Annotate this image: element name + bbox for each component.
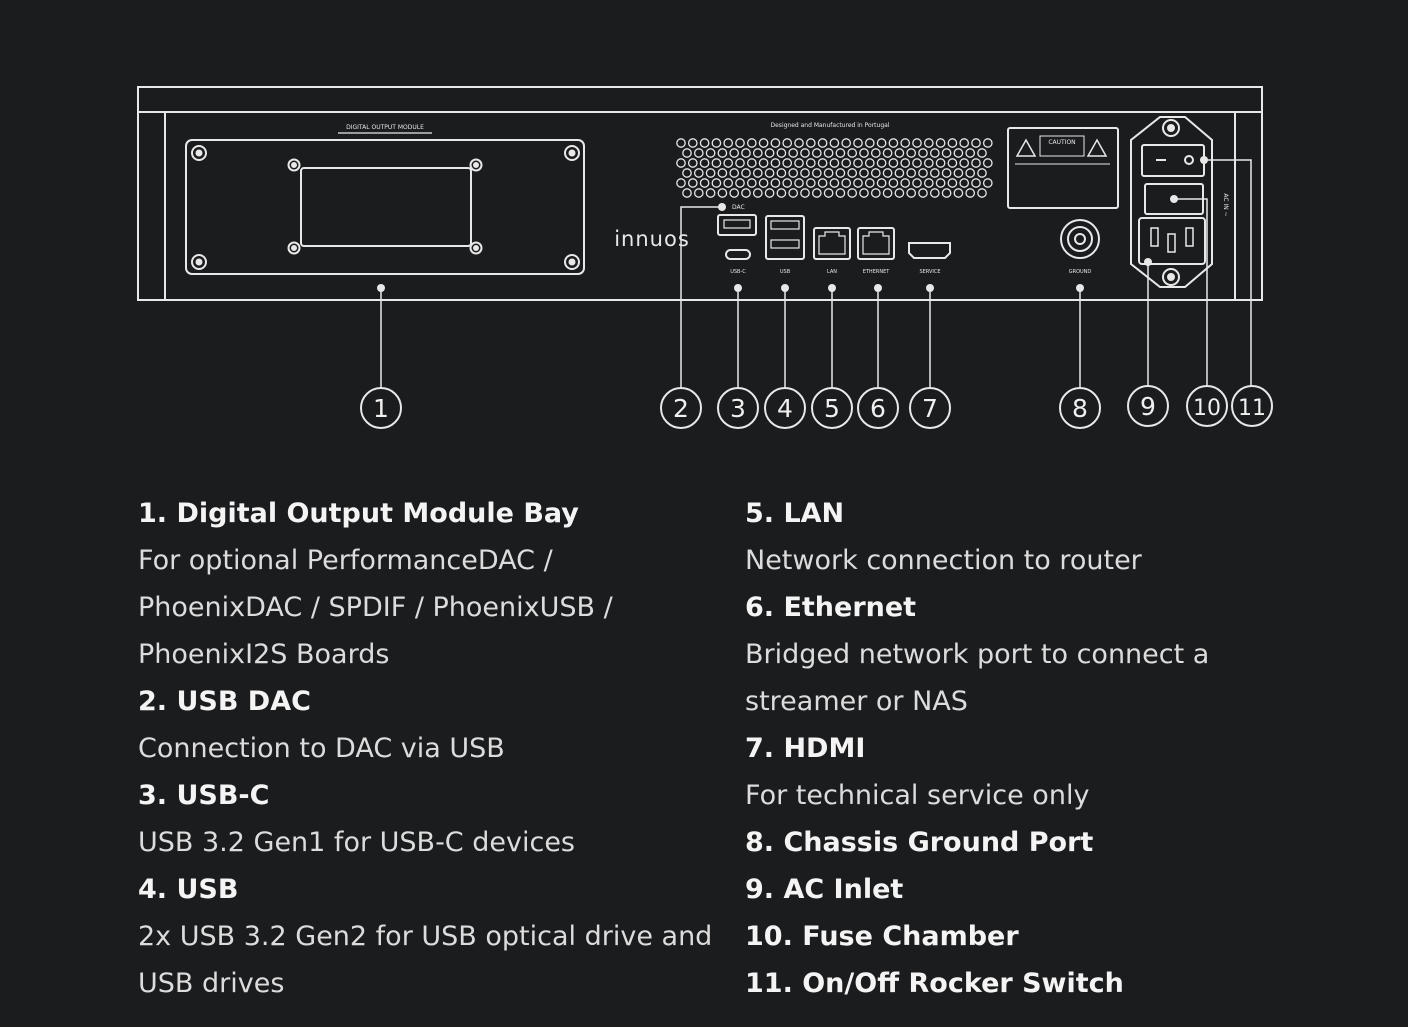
legend-desc: USB 3.2 Gen1 for USB-C devices	[138, 827, 575, 858]
callout-circle-10	[1186, 385, 1228, 427]
legend-right-column: 5. LAN Network connection to router 6. E…	[745, 490, 1385, 1007]
legend-title: 1. Digital Output Module Bay	[138, 498, 579, 529]
lan-port	[813, 227, 851, 260]
legend-entry: 11. On/Off Rocker Switch	[745, 960, 1385, 1007]
callout-circle-4	[764, 387, 806, 429]
callout-number-5: 5	[824, 394, 840, 423]
legend-title: 3. USB-C	[138, 780, 270, 811]
callout-circle-8	[1059, 387, 1101, 429]
usb-c-port	[725, 249, 751, 260]
leader-line-10	[1174, 198, 1208, 386]
ethernet-port	[857, 227, 895, 260]
callout-number-2: 2	[673, 394, 689, 423]
callout-number-1: 1	[373, 394, 389, 423]
legend-desc: For optional PerformanceDAC / PhoenixDAC…	[138, 545, 613, 670]
service-label: SERVICE	[919, 269, 940, 275]
legend-entry: 2. USB DAC Connection to DAC via USB	[138, 678, 728, 772]
callout-circle-2	[660, 387, 702, 429]
legend-title: 2. USB DAC	[138, 686, 311, 717]
legend-entry: 6. Ethernet Bridged network port to conn…	[745, 584, 1385, 725]
legend-entry: 4. USB 2x USB 3.2 Gen2 for USB optical d…	[138, 866, 728, 1007]
legend-entry: 8. Chassis Ground Port	[745, 819, 1385, 866]
legend-title: 5. LAN	[745, 498, 845, 529]
legend-desc: Network connection to router	[745, 545, 1142, 576]
callout-circle-9	[1127, 385, 1169, 427]
callout-number-6: 6	[870, 394, 886, 423]
ventilation-grille	[676, 138, 993, 198]
callout-number-8: 8	[1072, 394, 1088, 423]
module-label: DIGITAL OUTPUT MODULE	[346, 124, 424, 131]
callout-number-3: 3	[730, 394, 746, 423]
leader-line-11	[1204, 159, 1252, 386]
ground-label: GROUND	[1069, 269, 1092, 275]
legend-entry: 9. AC Inlet	[745, 866, 1385, 913]
legend-desc: Connection to DAC via USB	[138, 733, 505, 764]
device-rear-panel-diagram: DIGITAL OUTPUT MODULE Designed and Manuf…	[137, 86, 1273, 429]
legend-desc: 2x USB 3.2 Gen2 for USB optical drive an…	[138, 921, 713, 999]
legend-title: 4. USB	[138, 874, 239, 905]
legend-entry: 5. LAN Network connection to router	[745, 490, 1385, 584]
callout-circle-3	[717, 387, 759, 429]
ac-label: AC IN ~	[1222, 193, 1229, 216]
callout-circle-11	[1231, 385, 1273, 427]
module-bay	[185, 132, 585, 275]
callout-circle-6	[857, 387, 899, 429]
dac-label: DAC	[732, 204, 745, 211]
module-bay-screws	[191, 145, 580, 270]
legend-desc: Bridged network port to connect a stream…	[745, 639, 1210, 717]
usbc-label: USB-C	[730, 269, 746, 275]
hdmi-port	[908, 242, 951, 259]
legend-entry: 3. USB-C USB 3.2 Gen1 for USB-C devices	[138, 772, 728, 866]
ground-port	[1060, 219, 1100, 259]
ethernet-label: ETHERNET	[863, 269, 891, 275]
usb-label: USB	[780, 269, 791, 275]
logo-text: innuos	[614, 227, 690, 251]
callout-number-9: 9	[1140, 392, 1156, 421]
legend-left-column: 1. Digital Output Module Bay For optiona…	[138, 490, 728, 1007]
legend-title: 6. Ethernet	[745, 592, 917, 623]
leader-line-2	[680, 206, 722, 388]
callout-number-7: 7	[922, 394, 938, 423]
legend-title: 7. HDMI	[745, 733, 866, 764]
legend-title: 8. Chassis Ground Port	[745, 827, 1094, 858]
caution-label	[1007, 127, 1119, 209]
chassis-outline	[137, 86, 1263, 301]
legend-title: 9. AC Inlet	[745, 874, 904, 905]
callout-number-10: 10	[1193, 396, 1221, 421]
callout-circle-7	[909, 387, 951, 429]
callout-number-11: 11	[1238, 396, 1266, 421]
legend-title: 10. Fuse Chamber	[745, 921, 1019, 952]
callout-number-4: 4	[777, 394, 793, 423]
legend-entry: 1. Digital Output Module Bay For optiona…	[138, 490, 728, 678]
legend-entry: 7. HDMI For technical service only	[745, 725, 1385, 819]
ac-socket	[1138, 217, 1206, 265]
lan-label: LAN	[827, 269, 837, 275]
rocker-switch	[1141, 144, 1205, 177]
designed-label: Designed and Manufactured in Portugal	[771, 122, 890, 129]
legend-title: 11. On/Off Rocker Switch	[745, 968, 1124, 999]
callout-circle-5	[811, 387, 853, 429]
callout-circle-1	[360, 387, 402, 429]
usb-dac-port	[717, 214, 757, 236]
usb-dual-port	[765, 215, 805, 260]
legend-desc: For technical service only	[745, 780, 1090, 811]
legend-entry: 10. Fuse Chamber	[745, 913, 1385, 960]
ac-inlet-assembly	[1130, 116, 1213, 288]
caution-text: CAUTION	[1048, 139, 1075, 146]
